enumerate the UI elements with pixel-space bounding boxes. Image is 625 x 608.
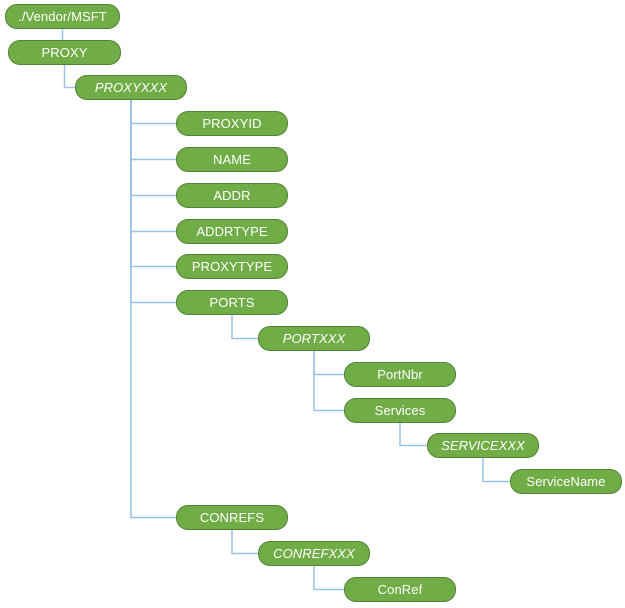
tree-node-name: NAME — [176, 147, 288, 172]
tree-node-conref: ConRef — [344, 577, 456, 602]
connector-services-to-servicexxx — [399, 423, 427, 447]
tree-node-addrtype: ADDRTYPE — [176, 219, 288, 244]
tree-node-portnbr: PortNbr — [344, 362, 456, 387]
tree-node-proxy: PROXY — [8, 40, 121, 65]
tree-node-portxxx: PORTXXX — [258, 326, 370, 351]
connector-proxyxxx-to-conrefs — [130, 100, 176, 519]
tree-node-conrefxxx: CONREFXXX — [258, 541, 370, 566]
tree-node-proxytype: PROXYTYPE — [176, 254, 288, 279]
tree-node-servicexxx: SERVICEXXX — [427, 433, 539, 458]
tree-node-ports: PORTS — [176, 290, 288, 315]
tree-node-proxyid: PROXYID — [176, 111, 288, 136]
tree-node-servicename: ServiceName — [510, 469, 622, 494]
connector-ports-to-portxxx — [231, 315, 258, 340]
connector-conrefxxx-to-conref — [313, 566, 344, 591]
tree-node-conrefs: CONREFS — [176, 505, 288, 530]
tree-node-vendor-msft: ./Vendor/MSFT — [5, 4, 120, 29]
connector-proxy-to-proxyxxx — [63, 65, 75, 89]
connector-servicexxx-to-servicename — [482, 458, 510, 483]
connector-portxxx-to-services — [313, 351, 344, 412]
tree-node-services: Services — [344, 398, 456, 423]
connector-conrefs-to-conrefxxx — [231, 530, 258, 555]
tree-node-proxyxxx: PROXYXXX — [75, 75, 187, 100]
tree-node-addr: ADDR — [176, 183, 288, 208]
